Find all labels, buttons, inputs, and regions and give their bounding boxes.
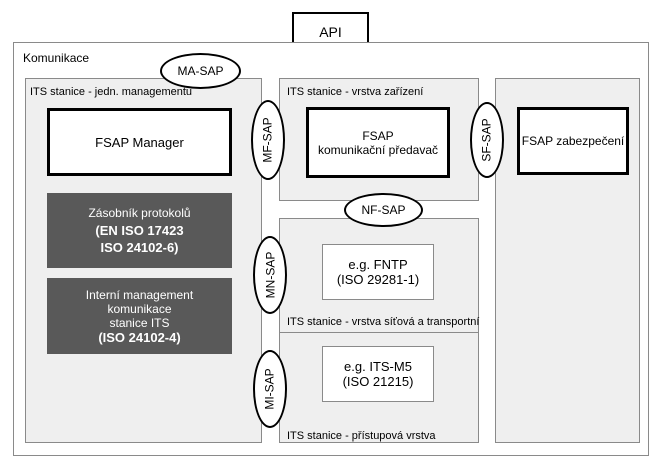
fsap-forwarder-label: FSAP komunikační předavač xyxy=(317,128,439,157)
internal-management-line3: stanice ITS xyxy=(109,315,170,330)
api-label: API xyxy=(319,23,342,40)
internal-management-line4: (ISO 24102-4) xyxy=(98,329,181,345)
protocol-stack-line1: Zásobník protokolů xyxy=(88,206,191,220)
management-entity-title: ITS stanice - jedn. managementu xyxy=(30,86,193,98)
protocol-stack-line2: (EN ISO 17423 xyxy=(95,223,184,238)
its-m5-box: e.g. ITS-M5 (ISO 21215) xyxy=(322,346,434,402)
its-m5-label: e.g. ITS-M5 (ISO 21215) xyxy=(342,359,414,389)
protocol-stack-line3: ISO 24102-6) xyxy=(100,240,179,255)
internal-management-line1: Interní management xyxy=(85,287,194,302)
communication-label: Komunikace xyxy=(23,51,90,65)
mf-sap-label: MF-SAP xyxy=(261,117,275,163)
facilities-layer-title: ITS stanice - vrstva zařízení xyxy=(287,86,424,98)
fsap-forwarder-box: FSAP komunikační předavač xyxy=(306,107,450,178)
nf-sap-label: NF-SAP xyxy=(361,203,406,217)
internal-management-box: Interní management komunikace stanice IT… xyxy=(47,278,232,354)
fsap-security-box: FSAP zabezpečení xyxy=(517,107,629,175)
mn-sap-label: MN-SAP xyxy=(263,251,278,299)
sf-sap-label: SF-SAP xyxy=(480,118,494,162)
fntp-box: e.g. FNTP (ISO 29281-1) xyxy=(322,244,434,300)
mn-sap-ellipse: MN-SAP xyxy=(253,236,287,314)
fsap-manager-label: FSAP Manager xyxy=(95,134,184,150)
internal-management-line2: komunikace xyxy=(107,301,172,316)
nf-sap-ellipse: NF-SAP xyxy=(344,193,423,227)
fntp-label: e.g. FNTP (ISO 29281-1) xyxy=(336,257,420,287)
protocol-stack-box: Zásobník protokolů (EN ISO 17423 ISO 241… xyxy=(47,193,232,268)
ma-sap-label: MA-SAP xyxy=(177,64,224,78)
fsap-manager-box: FSAP Manager xyxy=(47,108,232,176)
network-layer-title: ITS stanice - vrstva síťová a transportn… xyxy=(287,316,480,328)
mi-sap-ellipse: MI-SAP xyxy=(253,350,287,428)
mf-sap-ellipse: MF-SAP xyxy=(251,100,285,180)
fsap-security-label: FSAP zabezpečení xyxy=(521,134,625,148)
mi-sap-label: MI-SAP xyxy=(263,368,277,410)
ma-sap-ellipse: MA-SAP xyxy=(160,53,241,89)
sf-sap-ellipse: SF-SAP xyxy=(470,102,504,178)
access-layer-title: ITS stanice - přístupová vrstva xyxy=(287,430,436,442)
